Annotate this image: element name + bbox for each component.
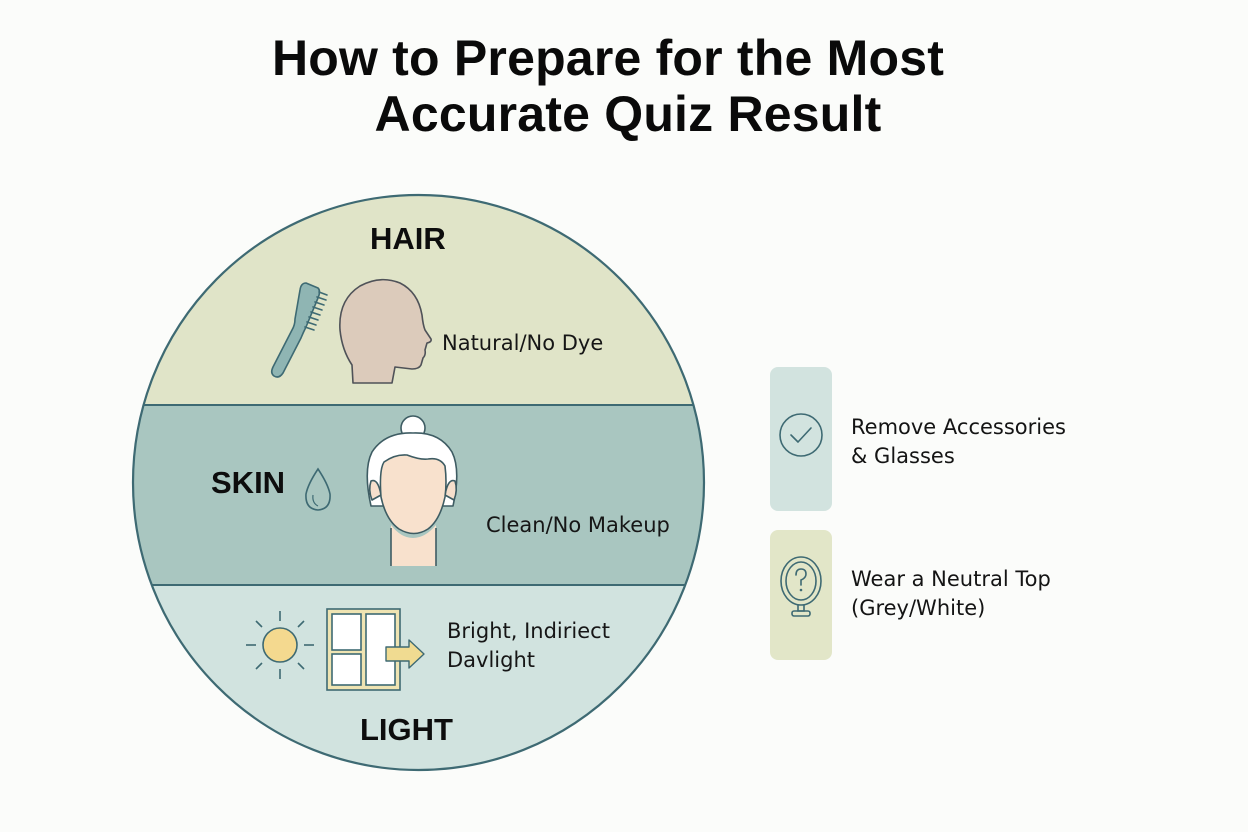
sun-icon xyxy=(246,611,314,679)
hairbrush-icon xyxy=(270,282,328,378)
circle-outline xyxy=(131,193,706,772)
accessories-tip-text: Remove Accessories & Glasses xyxy=(851,413,1066,471)
light-label: LIGHT xyxy=(360,712,453,747)
face-icon xyxy=(366,415,458,566)
hair-description: Natural/No Dye xyxy=(442,331,604,355)
light-description: Bright, Indiriect Davlight xyxy=(447,617,610,675)
hair-label: HAIR xyxy=(370,221,446,256)
hair-segment xyxy=(133,195,704,405)
accessories-tip-line-2: & Glasses xyxy=(851,444,955,468)
title-line-2: Accurate Quiz Result xyxy=(374,86,882,142)
check-circle-icon xyxy=(779,413,823,457)
light-description-line-2: Davlight xyxy=(447,648,536,672)
arrow-right-icon xyxy=(385,639,425,669)
page-title: How to Prepare for the Most Accurate Qui… xyxy=(0,30,1216,142)
neutral-top-tip-line-1: Wear a Neutral Top xyxy=(851,567,1051,591)
neutral-top-tip-card xyxy=(770,530,832,660)
light-segment xyxy=(133,585,704,770)
mirror-question-icon xyxy=(780,556,822,617)
neutral-top-tip-text: Wear a Neutral Top (Grey/White) xyxy=(851,565,1051,623)
neutral-top-tip-line-2: (Grey/White) xyxy=(851,596,986,620)
title-line-1: How to Prepare for the Most xyxy=(271,30,945,86)
skin-label: SKIN xyxy=(211,465,286,500)
accessories-tip-line-1: Remove Accessories xyxy=(851,415,1066,439)
water-drop-icon xyxy=(305,467,331,511)
head-profile-icon xyxy=(339,278,432,384)
light-description-line-1: Bright, Indiriect xyxy=(447,619,610,643)
skin-description: Clean/No Makeup xyxy=(486,513,670,537)
